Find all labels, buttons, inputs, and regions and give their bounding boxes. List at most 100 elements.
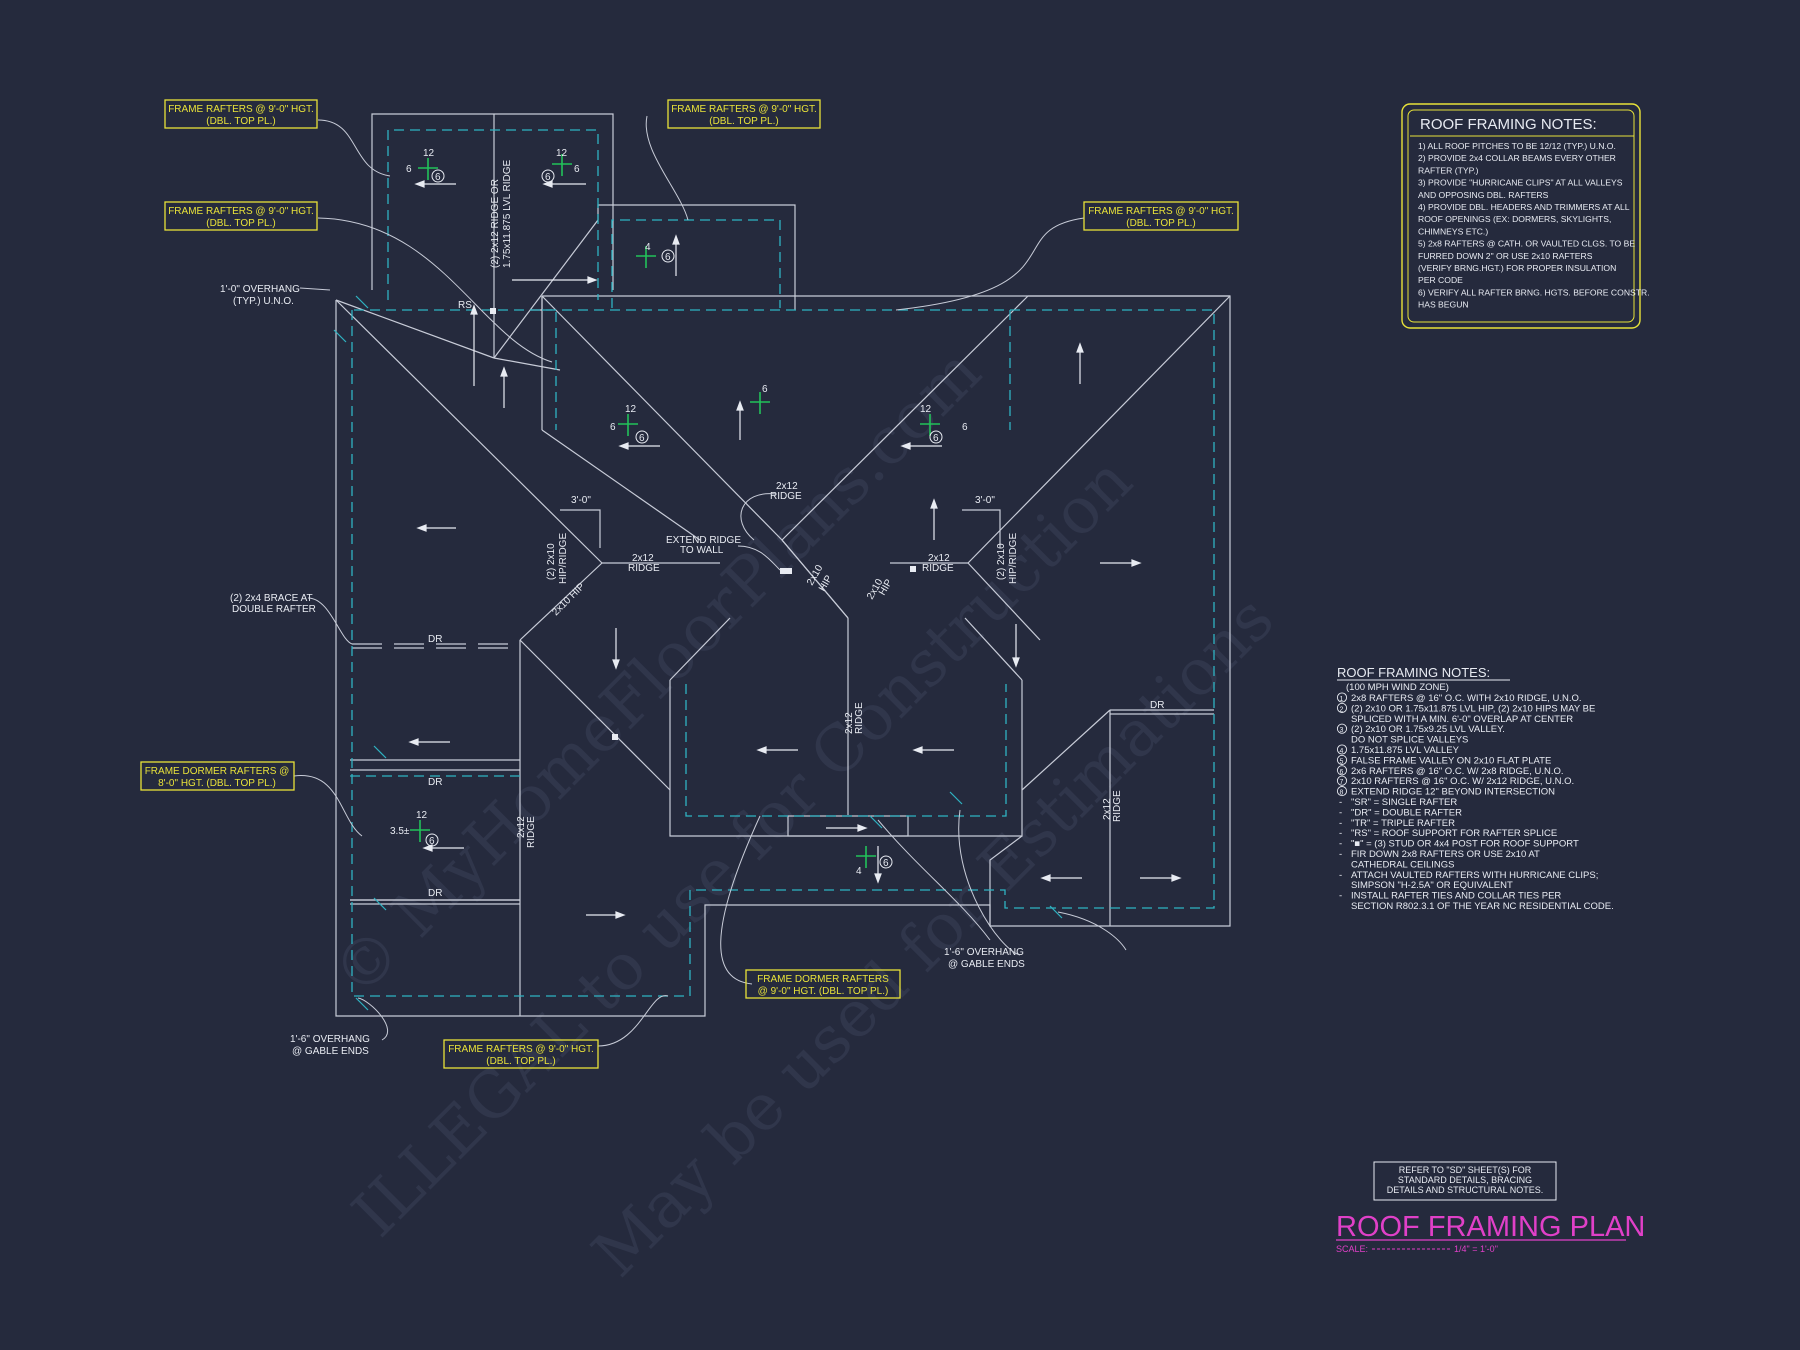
legend-symbol-number: 7 <box>1340 779 1344 786</box>
callout-frame-rafters-3: FRAME RAFTERS @ 9'-0" HGT. (DBL. TOP PL.… <box>667 99 821 129</box>
svg-text:FRAME RAFTERS @ 9'-0" HGT.: FRAME RAFTERS @ 9'-0" HGT. <box>1088 206 1234 217</box>
legend-note-line: SECTION R802.3.1 OF THE YEAR NC RESIDENT… <box>1351 901 1614 912</box>
general-note-line: (VERIFY BRNG.HGT.) FOR PROPER INSULATION <box>1418 263 1616 273</box>
ridge-label: 2x12 <box>928 553 950 564</box>
legend-subtitle: (100 MPH WIND ZONE) <box>1346 682 1449 693</box>
dimension-ticks <box>333 295 1063 1011</box>
ridge-label: 2x12 <box>516 816 527 838</box>
legend-note-line: ATTACH VAULTED RAFTERS WITH HURRICANE CL… <box>1351 870 1598 881</box>
svg-text:6: 6 <box>639 433 645 444</box>
svg-text:6: 6 <box>545 172 551 183</box>
ridge-label: RIDGE <box>922 563 954 574</box>
pitch-labels: 12 6 12 6 4 12 6 6 12 6 12 3.5± 4 <box>390 148 968 877</box>
pitch-run: 3.5± <box>390 826 410 837</box>
legend-dash: - <box>1339 849 1342 860</box>
legend-symbol-number: 3 <box>1340 727 1344 734</box>
legend-dash: - <box>1339 807 1342 818</box>
brace-label: DOUBLE RAFTER <box>232 604 316 615</box>
general-note-line: 4) PROVIDE DBL. HEADERS AND TRIMMERS AT … <box>1418 202 1630 212</box>
legend-note-line: 2x10 RAFTERS @ 16" O.C. W/ 2x12 RIDGE, U… <box>1351 776 1574 787</box>
hip-label: 2x10 HIP <box>550 581 587 618</box>
svg-text:FRAME RAFTERS @ 9'-0" HGT.: FRAME RAFTERS @ 9'-0" HGT. <box>448 1044 594 1055</box>
svg-text:(DBL. TOP PL.): (DBL. TOP PL.) <box>206 218 275 229</box>
symbol-6: 6 <box>929 430 943 444</box>
title-block: ROOF FRAMING PLAN SCALE: 1/4" = 1'-0" <box>1336 1211 1645 1254</box>
overhang-typ-label: (TYP.) U.N.O. <box>233 296 294 307</box>
dimension-label: 3'-0" <box>975 495 995 506</box>
callout-boxes: FRAME RAFTERS @ 9'-0" HGT. (DBL. TOP PL.… <box>140 99 1239 1069</box>
gable-overhang-label: @ GABLE ENDS <box>948 959 1025 970</box>
legend-note-line: 1.75x11.875 LVL VALLEY <box>1351 745 1460 756</box>
roof-support-posts <box>490 308 916 740</box>
general-notes-title: ROOF FRAMING NOTES: <box>1420 116 1597 133</box>
general-note-line: 3) PROVIDE "HURRICANE CLIPS" AT ALL VALL… <box>1418 178 1623 188</box>
pitch-rise: 12 <box>556 148 568 159</box>
legend-symbol-number: 5 <box>1340 758 1344 765</box>
pitch-run: 6 <box>962 422 968 433</box>
pitch-marks <box>410 154 940 868</box>
ridge-label: RIDGE <box>526 816 537 848</box>
hip-ridge-label: HIP/RIDGE <box>1008 533 1019 584</box>
svg-text:FRAME DORMER RAFTERS: FRAME DORMER RAFTERS <box>757 974 889 985</box>
pitch-run: 6 <box>406 164 412 175</box>
pitch-rise: 12 <box>416 810 428 821</box>
legend-note-line: "■" = (3) STUD OR 4x4 POST FOR ROOF SUPP… <box>1351 839 1579 850</box>
lvl-ridge-label: 1.75x11.875 LVL RIDGE <box>502 159 513 268</box>
symbol-6: 6 <box>661 249 675 263</box>
hip-ridge-label: (2) 2x10 <box>546 543 557 580</box>
legend-symbol <box>1336 692 1348 703</box>
legend-symbol <box>1336 765 1348 776</box>
ridge-label: 2x12 <box>1102 798 1113 820</box>
general-note-line: 5) 2x8 RAFTERS @ CATH. OR VAULTED CLGS. … <box>1418 239 1635 249</box>
legend-note-line: (2) 2x10 OR 1.75x11.875 LVL HIP, (2) 2x1… <box>1351 703 1595 714</box>
general-note-line: ROOF OPENINGS (EX: DORMERS, SKYLIGHTS, <box>1418 214 1611 224</box>
gable-overhang-label: 1'-6" OVERHANG <box>944 947 1024 958</box>
pitch-run: 6 <box>762 384 768 395</box>
general-note-line: 2) PROVIDE 2x4 COLLAR BEAMS EVERY OTHER <box>1418 153 1616 163</box>
ridge-label: RIDGE <box>854 702 865 734</box>
pitch-run: 6 <box>574 164 580 175</box>
legend-dash: - <box>1339 839 1342 850</box>
ridge-label: 2x12 <box>632 553 654 564</box>
callout-frame-rafters-5: FRAME RAFTERS @ 9'-0" HGT. (DBL. TOP PL.… <box>443 1039 599 1069</box>
callout-frame-rafters-4: FRAME RAFTERS @ 9'-0" HGT. (DBL. TOP PL.… <box>1083 201 1239 231</box>
overhang-typ-label: 1'-0" OVERHANG <box>220 284 300 295</box>
double-rafter-label: DR <box>428 888 442 899</box>
symbol-6: 6 <box>431 169 445 183</box>
drawing-title: ROOF FRAMING PLAN <box>1336 1211 1645 1243</box>
legend-symbol <box>1336 754 1348 765</box>
legend-note-line: 2x6 RAFTERS @ 16" O.C. W/ 2x8 RIDGE, U.N… <box>1351 766 1564 777</box>
symbol-6: 6 <box>635 430 649 444</box>
pitch-run: 4 <box>645 242 651 253</box>
pitch-rise: 12 <box>423 148 435 159</box>
general-note-line: AND OPPOSING DBL. RAFTERS <box>1418 190 1549 200</box>
svg-text:6: 6 <box>933 433 939 444</box>
scale-value: 1/4" = 1'-0" <box>1454 1244 1498 1254</box>
svg-text:FRAME DORMER RAFTERS @: FRAME DORMER RAFTERS @ <box>145 766 290 777</box>
dimension-label: 3'-0" <box>571 495 591 506</box>
legend-note-line: 2x8 RAFTERS @ 16" O.C. WITH 2x10 RIDGE, … <box>1351 693 1582 704</box>
hip-ridge-label: (2) 2x10 <box>996 543 1007 580</box>
legend-symbol-number: 2 <box>1340 706 1344 713</box>
legend-symbol <box>1336 744 1348 755</box>
general-note-line: RAFTER (TYP.) <box>1418 165 1479 175</box>
legend-note-line: SPLICED WITH A MIN. 6'-0" OVERLAP AT CEN… <box>1351 714 1573 725</box>
svg-text:FRAME RAFTERS @ 9'-0" HGT.: FRAME RAFTERS @ 9'-0" HGT. <box>168 206 314 217</box>
pitch-rise: 12 <box>625 404 637 415</box>
roof-outline <box>335 113 1231 1017</box>
leader-lines <box>293 115 1127 1047</box>
legend-symbol-number: 4 <box>1340 748 1344 755</box>
ridge-label: RIDGE <box>770 491 802 502</box>
svg-text:6: 6 <box>883 858 889 869</box>
svg-text:DETAILS AND STRUCTURAL NOTES.: DETAILS AND STRUCTURAL NOTES. <box>1387 1185 1544 1195</box>
callout-dormer-rafters-2: FRAME DORMER RAFTERS @ 9'-0" HGT. (DBL. … <box>745 969 901 999</box>
svg-text:REFER TO "SD" SHEET(S) FOR: REFER TO "SD" SHEET(S) FOR <box>1399 1165 1532 1175</box>
legend-note-line: DO NOT SPLICE VALLEYS <box>1351 735 1468 746</box>
refer-box: REFER TO "SD" SHEET(S) FOR STANDARD DETA… <box>1373 1161 1557 1201</box>
legend-dash: - <box>1339 818 1342 829</box>
legend-dash: - <box>1339 828 1342 839</box>
double-rafter-label: DR <box>428 777 442 788</box>
symbol-6: 6 <box>541 169 555 183</box>
scale-label: SCALE: <box>1336 1244 1368 1254</box>
